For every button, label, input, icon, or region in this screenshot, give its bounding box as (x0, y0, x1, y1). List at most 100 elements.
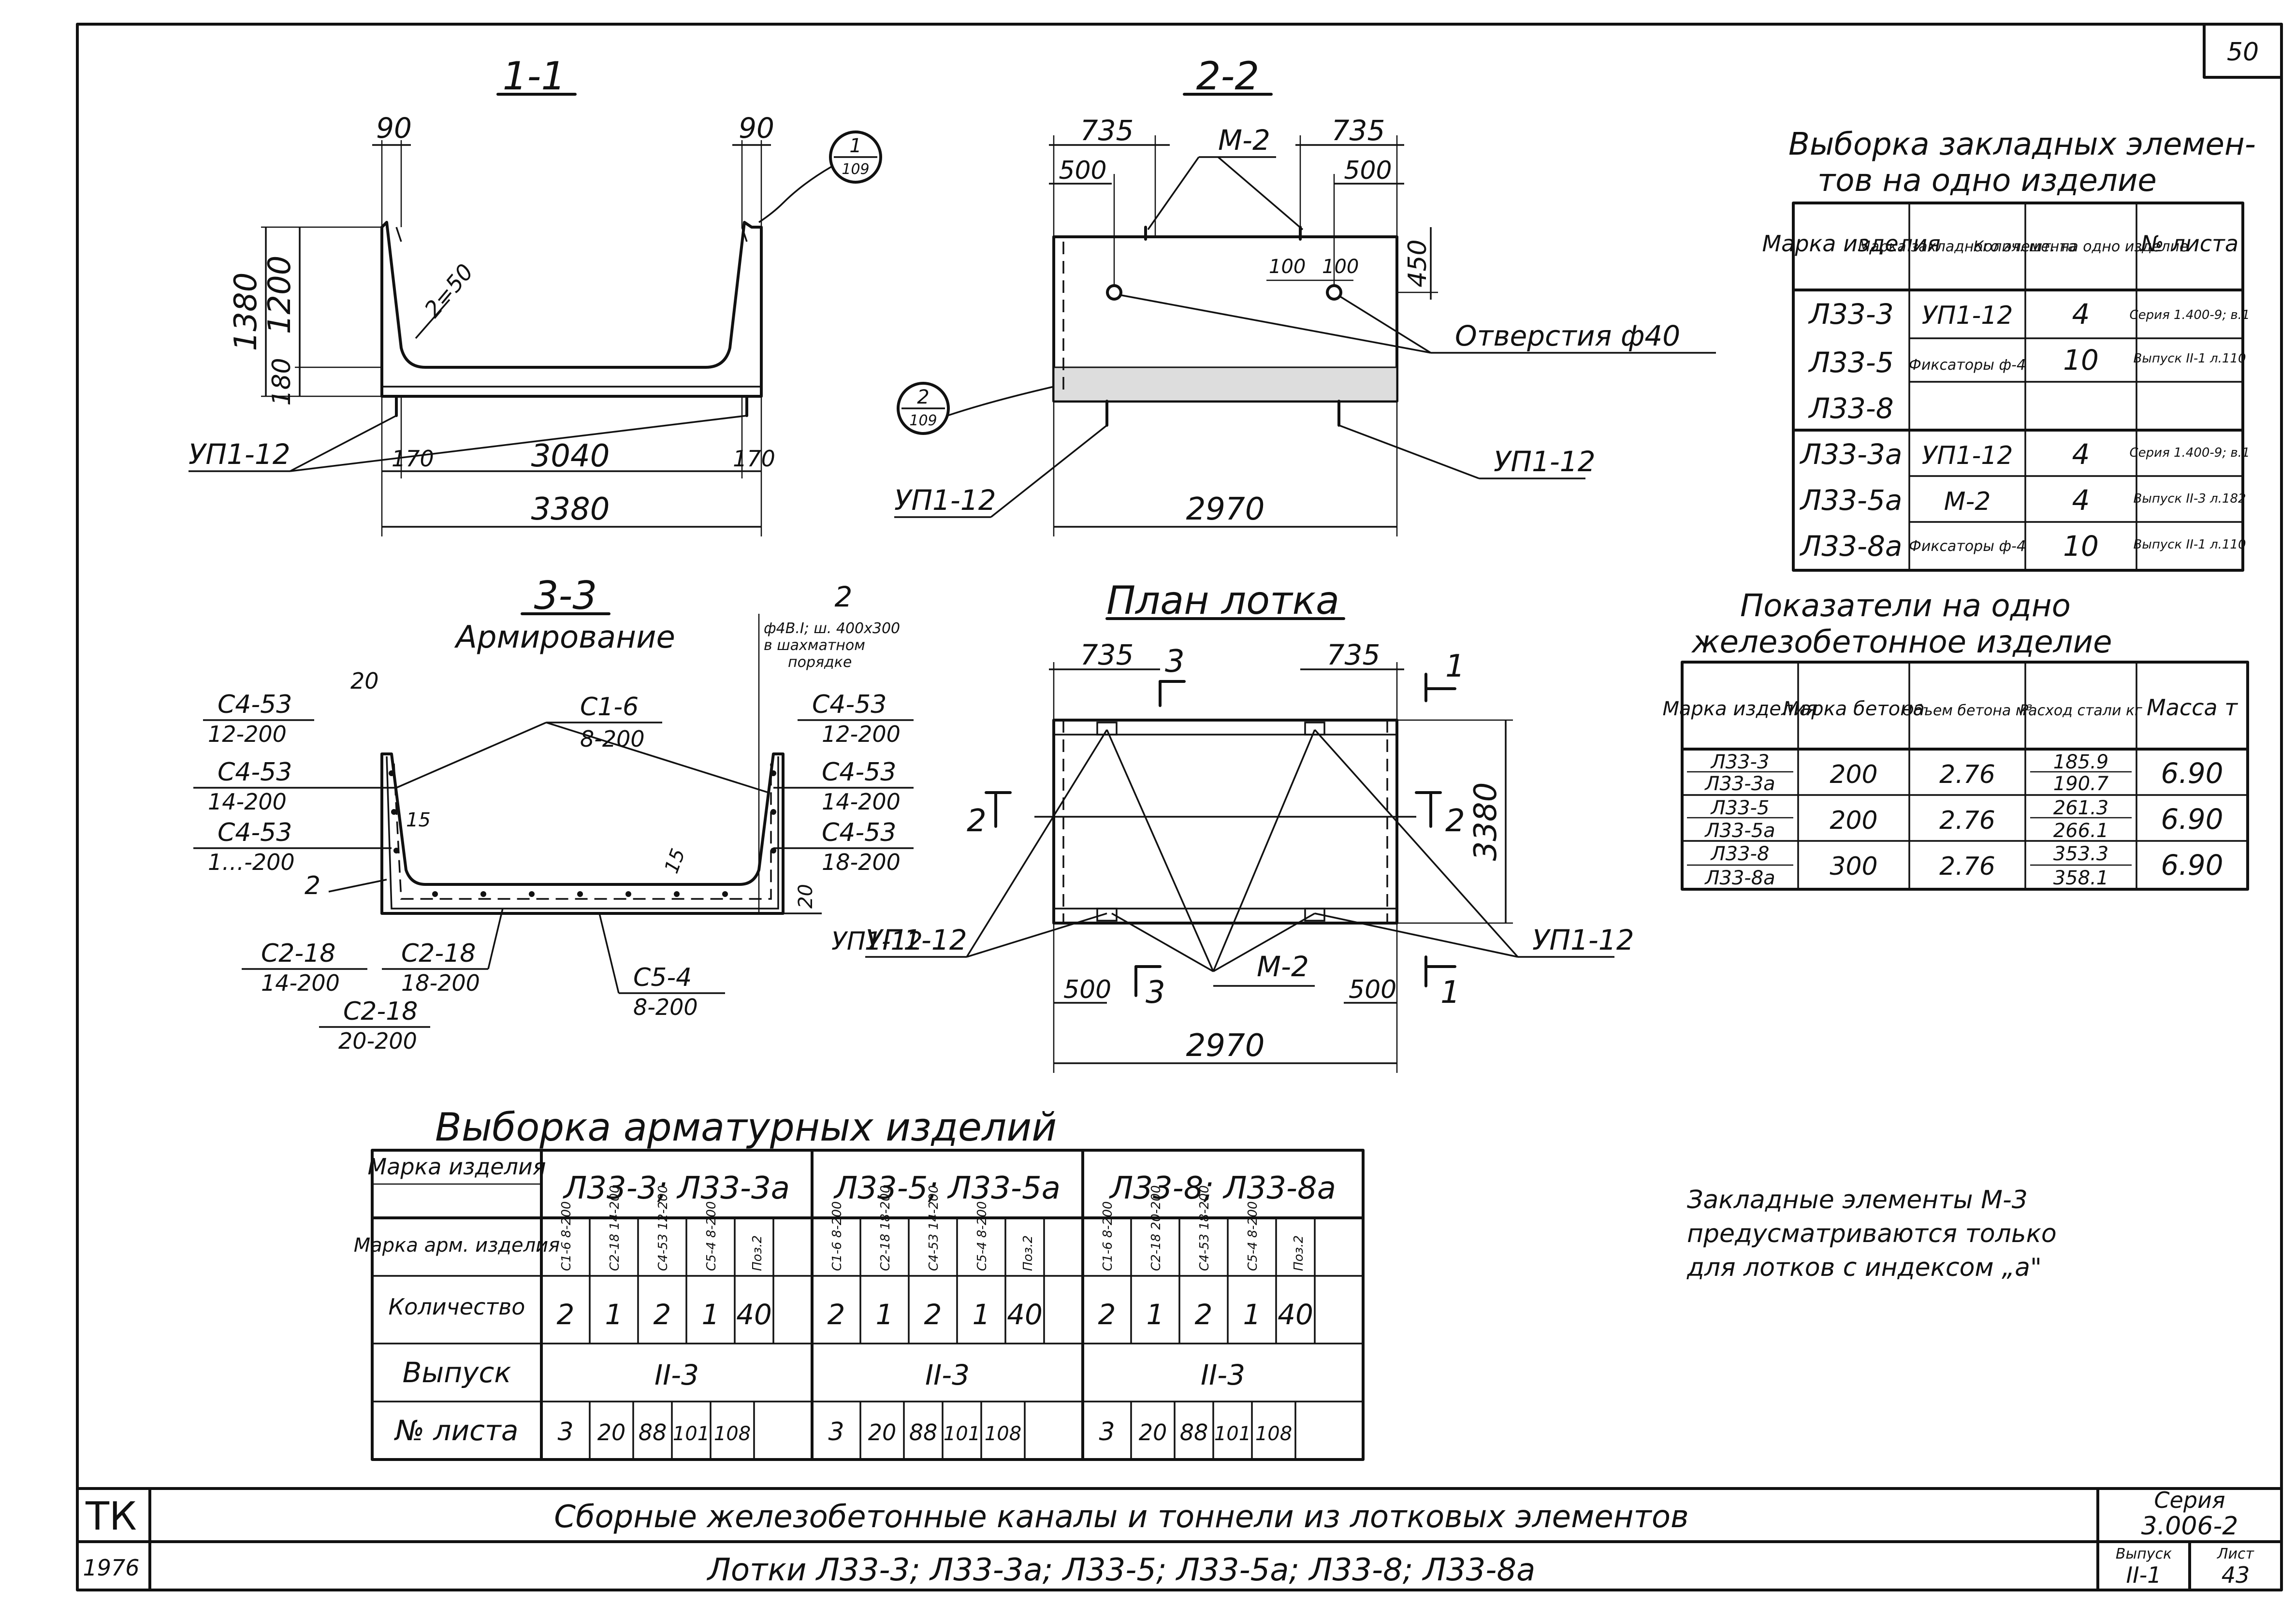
svg-text:2.76: 2.76 (1939, 806, 1995, 835)
radius-label: 2=50 (419, 259, 479, 322)
plan-mark-1-bottom: 1 (1440, 975, 1460, 1011)
mark-2: 2 (835, 580, 853, 613)
title-block: ТК 1976 Сборные железобетонные каналы и … (76, 1487, 2283, 1591)
svg-text:II-3: II-3 (654, 1359, 699, 1391)
svg-text:266.1: 266.1 (2053, 820, 2109, 842)
svg-text:6.90: 6.90 (2161, 757, 2223, 790)
dim-170-right: 170 (733, 446, 775, 472)
plan-outline (1052, 719, 1398, 925)
svg-text:Фиксаторы ф-4: Фиксаторы ф-4 (1909, 538, 2026, 555)
c16-spacing: 8-200 (580, 726, 645, 752)
svg-text:С4-53 14-200: С4-53 14-200 (927, 1185, 941, 1271)
svg-text:Серия 1.400-9; в.1: Серия 1.400-9; в.1 (2130, 308, 2250, 322)
up112-label-11: УП1-12 (189, 438, 291, 471)
svg-text:Л33-3: Л33-3 (1710, 751, 1770, 773)
svg-text:2: 2 (557, 1298, 575, 1331)
callout-1-109 (829, 130, 882, 184)
svg-text:735: 735 (1327, 638, 1381, 671)
svg-text:С5-4 8-200: С5-4 8-200 (975, 1201, 989, 1271)
svg-text:8-200: 8-200 (633, 994, 698, 1020)
svg-text:1: 1 (702, 1298, 720, 1331)
svg-text:С4-53 18-200: С4-53 18-200 (1197, 1185, 1212, 1271)
svg-text:С4-53: С4-53 (812, 690, 886, 719)
svg-text:Марка бетона: Марка бетона (1783, 698, 1925, 720)
stamp-series-label: Серия (2154, 1487, 2225, 1513)
svg-text:101: 101 (1214, 1423, 1251, 1445)
svg-text:II-3: II-3 (1201, 1359, 1245, 1391)
rebar-dots (389, 770, 776, 897)
svg-text:300: 300 (1830, 852, 1877, 881)
svg-text:2: 2 (654, 1298, 671, 1331)
svg-text:1: 1 (1243, 1298, 1261, 1331)
dim-2970-22: 2970 (1186, 491, 1265, 527)
svg-text:14-200: 14-200 (261, 970, 340, 996)
svg-text:4: 4 (2072, 298, 2090, 331)
stamp-series: 3.006-2 (2141, 1512, 2238, 1541)
svg-text:Марка изделия: Марка изделия (367, 1154, 546, 1180)
section-3-3-subtitle: Армирование (454, 620, 675, 655)
dim-450: 450 (1403, 239, 1432, 287)
svg-text:88: 88 (1180, 1419, 1208, 1446)
svg-text:Л33-3а: Л33-3а (1800, 438, 1903, 471)
dim-3380-plan: 3380 (1468, 782, 1504, 861)
svg-text:735: 735 (1080, 638, 1134, 671)
svg-text:6.90: 6.90 (2161, 849, 2223, 882)
trough-profile-3-3 (380, 752, 785, 915)
dim-1380: 1380 (228, 273, 264, 351)
svg-text:20: 20 (1139, 1419, 1167, 1446)
svg-text:Объем бетона м³: Объем бетона м³ (1903, 702, 2033, 719)
section-3-3: 3-3 Армирование 20 15 15 2 ф4В.І; ш. 400… (193, 573, 923, 1054)
dim-20: 20 (350, 668, 379, 694)
dim-3040: 3040 (531, 438, 610, 474)
dim-90-left: 90 (376, 112, 412, 145)
plan-mark-3-bottom: 3 (1146, 975, 1165, 1011)
up112-label-plan-right: УП1-12 (1532, 924, 1634, 956)
rebar-note-1: ф4В.І; ш. 400х300 (764, 620, 900, 637)
svg-text:С1-6 8-200: С1-6 8-200 (830, 1201, 844, 1271)
svg-text:185.9: 185.9 (2053, 751, 2109, 773)
svg-text:12-200: 12-200 (822, 721, 901, 747)
svg-text:Л33-8: Л33-8 (1710, 843, 1770, 865)
emb-h4: № листа (2139, 231, 2238, 257)
svg-text:20: 20 (597, 1419, 626, 1446)
dim-20-right: 20 (795, 884, 817, 909)
plan-lotok: План лотка 735 735 3 1 2 2 (865, 578, 1634, 1073)
svg-text:Фиксаторы ф-4: Фиксаторы ф-4 (1909, 357, 2026, 374)
svg-text:С4-53: С4-53 (218, 758, 292, 787)
svg-text:Л33-8; Л33-8а: Л33-8; Л33-8а (1109, 1171, 1336, 1206)
svg-text:261.3: 261.3 (2053, 797, 2109, 819)
emb-h3: Колич. шт. на одно изделие (1973, 238, 2188, 255)
svg-text:190.7: 190.7 (2053, 773, 2109, 795)
svg-text:С4-53: С4-53 (822, 818, 896, 847)
rebar-note-3: порядке (788, 654, 852, 671)
note-line-1: Закладные элементы М-3 (1687, 1185, 2028, 1214)
svg-text:Поз.2: Поз.2 (1021, 1235, 1035, 1271)
dim-2970-plan: 2970 (1186, 1028, 1265, 1064)
svg-text:С4-53: С4-53 (218, 690, 292, 719)
svg-text:10: 10 (2063, 344, 2099, 376)
mark-2-left: 2 (305, 871, 320, 900)
svg-text:Л33-3: Л33-3 (1808, 298, 1893, 331)
m2-label-22: М-2 (1218, 124, 1270, 157)
svg-text:2: 2 (828, 1298, 845, 1331)
svg-text:2: 2 (1098, 1298, 1116, 1331)
svg-text:С5-4: С5-4 (633, 963, 692, 992)
c16-label: С1-6 (580, 693, 639, 722)
svg-text:1: 1 (605, 1298, 623, 1331)
svg-text:88: 88 (909, 1419, 938, 1446)
svg-text:Л33-8а: Л33-8а (1800, 530, 1903, 563)
svg-text:УП1-12: УП1-12 (1922, 301, 2013, 330)
svg-text:1…-200: 1…-200 (208, 849, 295, 875)
stamp-sheet-label: Лист (2217, 1546, 2255, 1562)
dim-15-left: 15 (406, 809, 431, 831)
stamp-sheet: 43 (2222, 1562, 2250, 1588)
svg-text:Л33-8: Л33-8 (1808, 392, 1893, 425)
svg-text:500: 500 (1063, 975, 1111, 1004)
section-3-3-title: 3-3 (534, 573, 597, 618)
embedded-elements-table: Выборка закладных элемен- тов на одно из… (1762, 127, 2256, 572)
dim-500-left-22: 500 (1059, 156, 1106, 185)
svg-text:109: 109 (909, 412, 937, 429)
svg-text:Серия 1.400-9; в.1: Серия 1.400-9; в.1 (2130, 446, 2250, 460)
svg-text:1: 1 (1147, 1298, 1164, 1331)
svg-text:Л33-3; Л33-3а: Л33-3; Л33-3а (563, 1171, 790, 1206)
